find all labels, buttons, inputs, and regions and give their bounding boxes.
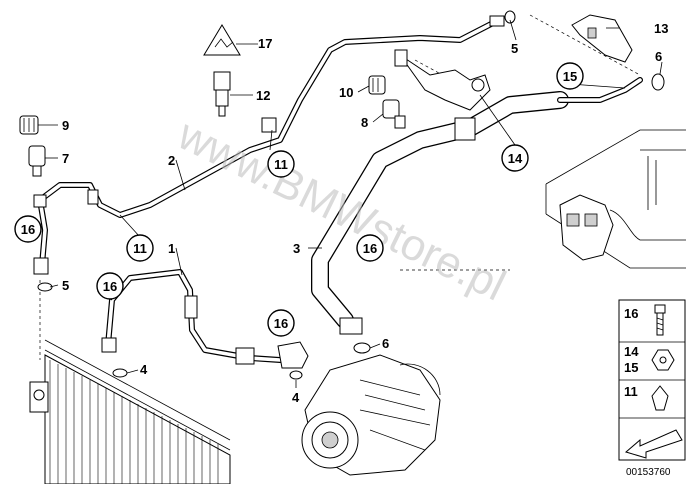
legend-14: 14 [624, 344, 639, 359]
callout-1: 1 [168, 241, 175, 256]
circled-callouts: 11 11 16 16 16 16 14 15 [14, 62, 584, 337]
legend-15: 15 [624, 360, 638, 375]
valve-cap-10 [368, 75, 386, 95]
compressor [301, 354, 441, 476]
sensor-plug [261, 117, 277, 133]
valve-core-7 [28, 145, 46, 177]
hose-3 [311, 77, 643, 335]
callout-16-pipe1: 16 [103, 279, 117, 294]
part-14-fitting [394, 49, 491, 111]
valve-core-8 [382, 99, 406, 129]
callout-10: 10 [339, 85, 353, 100]
callout-13: 13 [654, 21, 668, 36]
callout-11-top: 11 [274, 157, 288, 172]
arrow-icon [624, 429, 683, 459]
callout-11-mid: 11 [133, 241, 147, 256]
condenser [29, 339, 231, 484]
callout-9: 9 [62, 118, 69, 133]
o-rings [37, 10, 665, 380]
legend-16: 16 [624, 306, 638, 321]
callout-12: 12 [256, 88, 270, 103]
callout-17: 17 [258, 36, 272, 51]
pressure-sensor-12 [213, 71, 231, 117]
callout-16-compressor: 16 [274, 316, 288, 331]
callout-15: 15 [563, 69, 577, 84]
nut-icon [651, 349, 675, 371]
callout-14: 14 [508, 151, 523, 166]
callout-4-left: 4 [140, 362, 148, 377]
callout-8: 8 [361, 115, 368, 130]
warning-label-17 [203, 24, 241, 56]
callout-4-bottom: 4 [292, 390, 300, 405]
legend-11: 11 [624, 384, 638, 399]
part-13-bracket [571, 14, 633, 63]
pipe-2 [33, 15, 505, 275]
callout-5-top: 5 [511, 41, 518, 56]
callout-2: 2 [168, 153, 175, 168]
bolt-icon [654, 304, 666, 336]
callout-labels: 17 12 13 5 6 9 7 2 10 8 1 3 5 4 4 6 [62, 21, 668, 405]
fastener-legend: 16 14 15 11 00153760 [618, 299, 686, 478]
callout-6-bottom: 6 [382, 336, 389, 351]
diagram-id: 00153760 [626, 467, 671, 478]
callout-3: 3 [293, 241, 300, 256]
clip-icon [651, 385, 669, 411]
callout-7: 7 [62, 151, 69, 166]
callout-6-top: 6 [655, 49, 662, 64]
vehicle-body-detail [545, 129, 686, 269]
callout-16-hose: 16 [363, 241, 377, 256]
valve-cap-9 [19, 115, 39, 135]
callout-16-left: 16 [21, 222, 35, 237]
callout-5-left: 5 [62, 278, 69, 293]
